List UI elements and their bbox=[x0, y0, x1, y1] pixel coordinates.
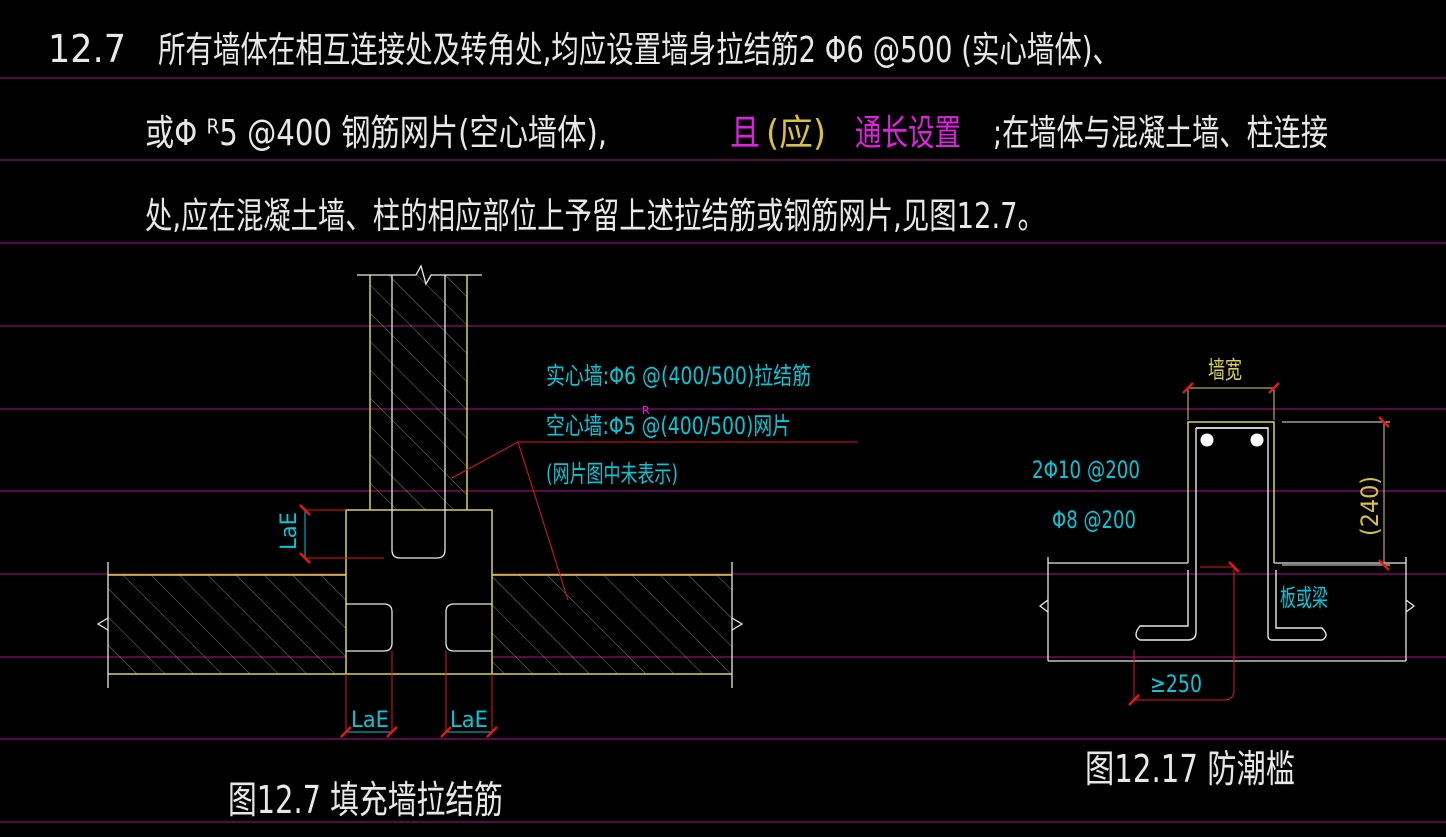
figure-12-17-caption: 图12.17 防潮槛 bbox=[1085, 747, 1295, 791]
figure-12-7-caption: 图12.7 填充墙拉结筋 bbox=[228, 778, 503, 822]
dim-lae-vertical: LaE bbox=[277, 512, 302, 550]
spec-line-2-part-a: 或Φ ᴿ5 @400 钢筋网片(空心墙体), bbox=[145, 113, 607, 154]
label-wall-width: 墙宽 bbox=[1208, 356, 1242, 384]
label-stirrup: Φ8 @200 bbox=[1052, 506, 1136, 534]
spec-paragraph: 12.7 所有墙体在相互连接处及转角处,均应设置墙身拉结筋2 Φ6 @500 (… bbox=[48, 27, 1328, 237]
spec-line-2-part-d: ;在墙体与混凝土墙、柱连接 bbox=[993, 113, 1328, 154]
curb-outline bbox=[1187, 421, 1275, 563]
label-slab-or-beam: 板或梁 bbox=[1280, 584, 1328, 612]
dimension-lines bbox=[304, 510, 492, 733]
label-solid-wall: 实心墙:Φ6 @(400/500)拉结筋 bbox=[546, 362, 811, 390]
spec-line-2-part-b-a: 且 bbox=[730, 113, 760, 154]
spec-line-2-part-b-b: (应) bbox=[766, 113, 826, 154]
concrete-column-fill bbox=[346, 510, 492, 674]
curb-extension-lines bbox=[1282, 421, 1390, 566]
label-min-length: ≥250 bbox=[1150, 670, 1202, 698]
main-bar-right bbox=[1250, 433, 1264, 447]
curb-dim-lines bbox=[1187, 387, 1385, 565]
curb-rebar bbox=[1135, 427, 1327, 641]
dimension-ticks bbox=[299, 504, 498, 738]
vertical-wall-hatch bbox=[370, 275, 467, 510]
left-wall-hatch bbox=[108, 575, 346, 674]
label-curb-height: (240) bbox=[1356, 476, 1384, 536]
break-lines bbox=[96, 264, 744, 688]
label-main-bars: 2Φ10 @200 bbox=[1032, 456, 1140, 484]
figure-12-17: 墙宽 2Φ10 @200 Φ8 @200 (240) 板或梁 ≥250 图12.… bbox=[1032, 356, 1416, 791]
label-r-mark: R bbox=[642, 404, 650, 417]
curb-dim-ticks bbox=[1128, 382, 1390, 706]
right-wall-hatch bbox=[492, 575, 732, 674]
dim-lae-left: LaE bbox=[351, 708, 389, 733]
spec-line-2-part-c: 通长设置 bbox=[855, 113, 961, 154]
dim-lae-right: LaE bbox=[450, 708, 488, 733]
spec-line-3: 处,应在混凝土墙、柱的相应部位上予留上述拉结筋或钢筋网片,见图12.7。 bbox=[145, 196, 1045, 237]
main-bar-left bbox=[1200, 433, 1214, 447]
label-hollow-wall: 空心墙:Φ5 @(400/500)网片 bbox=[546, 412, 791, 440]
label-mesh-note: (网片图中未表示) bbox=[546, 460, 678, 488]
spec-line-1: 所有墙体在相互连接处及转角处,均应设置墙身拉结筋2 Φ6 @500 (实心墙体)… bbox=[158, 30, 1120, 71]
spec-number: 12.7 bbox=[48, 27, 126, 71]
curb-leader-lines bbox=[1133, 566, 1235, 702]
figure-12-7: LaE LaE LaE 实心墙:Φ6 @(400/500)拉结筋 空心墙:Φ5 … bbox=[96, 264, 858, 822]
leader-lines bbox=[305, 441, 858, 732]
tie-bars bbox=[346, 275, 492, 652]
wall-outlines bbox=[108, 275, 732, 675]
